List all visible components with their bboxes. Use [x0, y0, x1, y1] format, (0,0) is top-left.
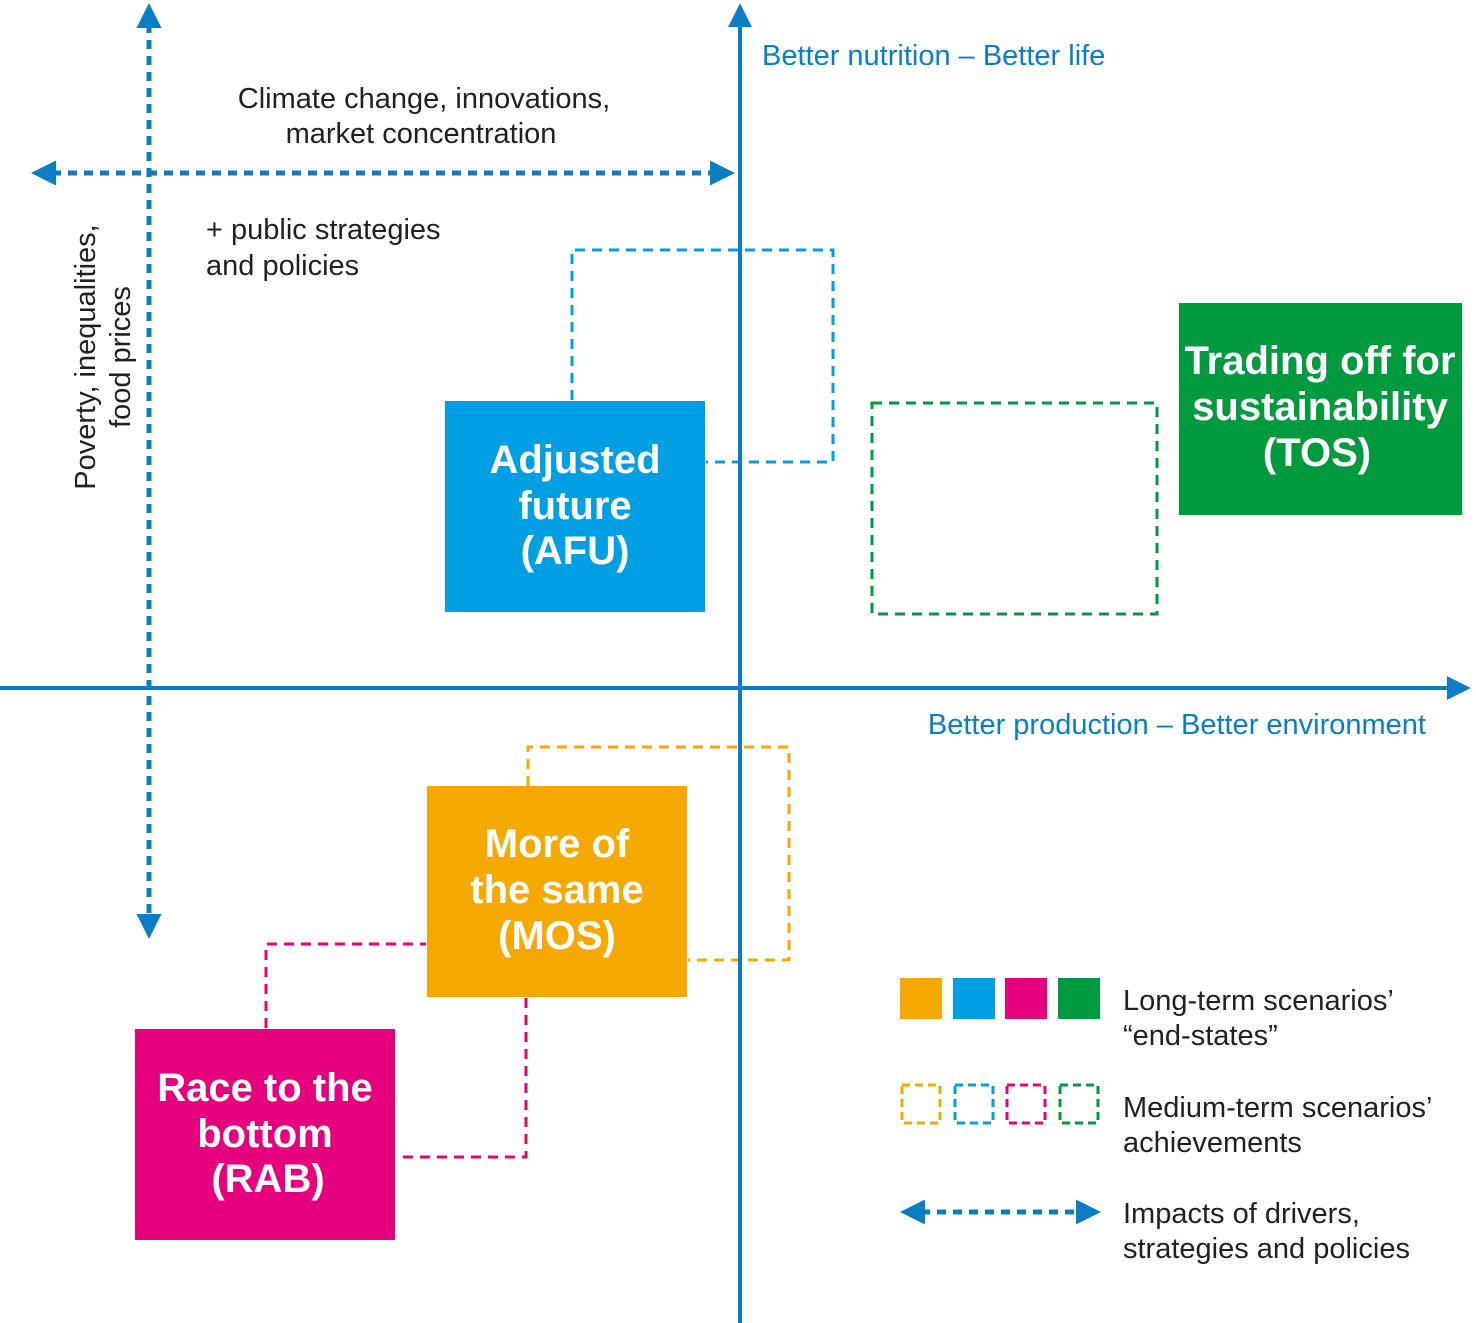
afu-medium-term-outline — [570, 248, 835, 464]
afu-label-line3: (AFU) — [521, 529, 630, 573]
rab-medium-term-outline — [264, 942, 426, 1028]
rab-label-line2: bottom — [197, 1112, 333, 1156]
legend-long-term-line2: “end-states” — [1123, 1020, 1278, 1052]
afu-box — [445, 401, 705, 612]
vertical-driver-label-line2: food prices — [105, 286, 137, 428]
legend-swatch-magenta-dashed — [1005, 1083, 1047, 1125]
mos-label-line3: (MOS) — [498, 914, 616, 958]
legend-swatch-blue-solid — [953, 978, 995, 1019]
rab-medium-term-outline-lower — [396, 998, 528, 1159]
legend-impacts-line1: Impacts of drivers, — [1123, 1198, 1360, 1230]
mos-label-line2: the same — [470, 868, 643, 912]
legend-long-term-line1: Long-term scenarios’ — [1123, 985, 1394, 1017]
legend-medium-term-line2: achievements — [1123, 1127, 1302, 1159]
public-strategies-label-line2: and policies — [206, 250, 359, 282]
tos-medium-term-outline — [870, 401, 1159, 616]
legend-swatch-orange-solid — [900, 978, 942, 1019]
legend-medium-term-line1: Medium-term scenarios’ — [1123, 1092, 1432, 1124]
legend-swatch-magenta-solid — [1005, 978, 1047, 1019]
rab-box — [135, 1029, 395, 1240]
legend-swatch-green-solid — [1058, 978, 1100, 1019]
tos-label-line2: sustainability — [1192, 385, 1448, 429]
rab-label-line3: (RAB) — [211, 1157, 324, 1201]
tos-label-line1: Trading off for — [1184, 339, 1455, 383]
tos-label-line3: (TOS) — [1263, 431, 1371, 475]
horizontal-driver-label-line2: market concentration — [286, 118, 557, 150]
vertical-driver-label-line1: Poverty, inequalities, — [70, 224, 102, 489]
public-strategies-label-line1: + public strategies — [206, 214, 441, 246]
legend-impacts-line2: strategies and policies — [1123, 1233, 1410, 1265]
mos-label-line1: More of — [485, 822, 630, 866]
afu-label-line1: Adjusted — [489, 438, 660, 482]
tos-box — [1179, 303, 1462, 515]
legend: Long-term scenarios’ “end-states” Medium… — [900, 978, 1432, 1265]
legend-swatch-blue-dashed — [953, 1083, 995, 1125]
mos-box — [427, 786, 687, 997]
rab-label-line1: Race to the — [157, 1066, 373, 1110]
afu-label-line2: future — [518, 484, 631, 528]
x-axis-label: Better production – Better environment — [928, 709, 1426, 741]
mos-medium-term-outline — [526, 745, 791, 962]
legend-swatch-orange-dashed — [900, 1083, 942, 1125]
y-axis-label: Better nutrition – Better life — [762, 40, 1105, 72]
horizontal-driver-label-line1: Climate change, innovations, — [238, 83, 610, 115]
legend-swatch-green-dashed — [1058, 1083, 1100, 1125]
